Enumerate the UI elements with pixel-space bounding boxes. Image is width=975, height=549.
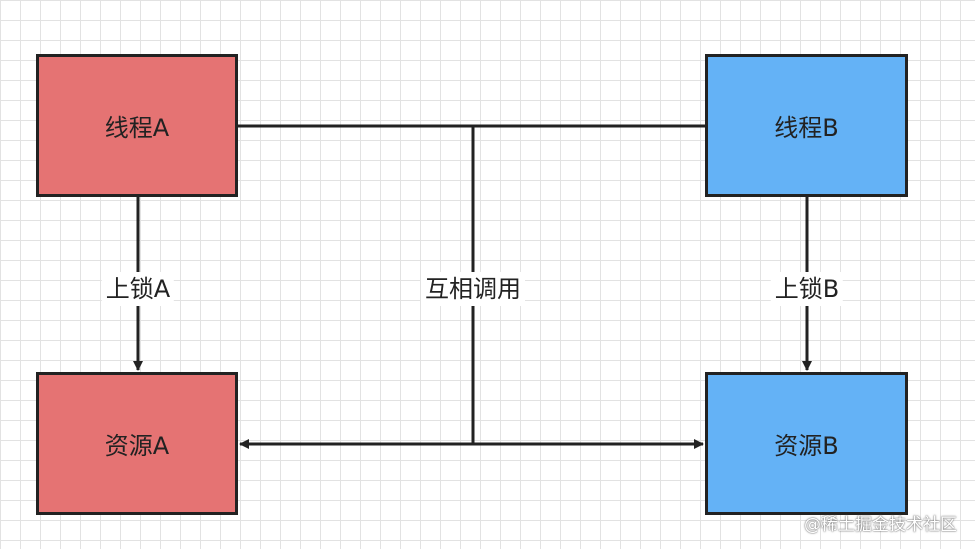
node-resource-b[interactable]: 资源B [705, 372, 908, 515]
node-resource-b-label: 资源B [774, 432, 839, 460]
node-thread-a-label: 线程A [104, 114, 170, 142]
edge-mutual-call-label: 互相调用 [421, 272, 525, 306]
node-thread-b[interactable]: 线程B [705, 54, 908, 197]
edge-lock-a-label: 上锁A [101, 272, 175, 306]
node-thread-a[interactable]: 线程A [36, 54, 238, 197]
node-thread-b-label: 线程B [774, 114, 839, 142]
edge-lock-b-label: 上锁B [770, 272, 844, 306]
node-resource-a-label: 资源A [104, 432, 170, 460]
node-resource-a[interactable]: 资源A [36, 372, 238, 515]
watermark: @稀土掘金技术社区 [804, 515, 957, 535]
